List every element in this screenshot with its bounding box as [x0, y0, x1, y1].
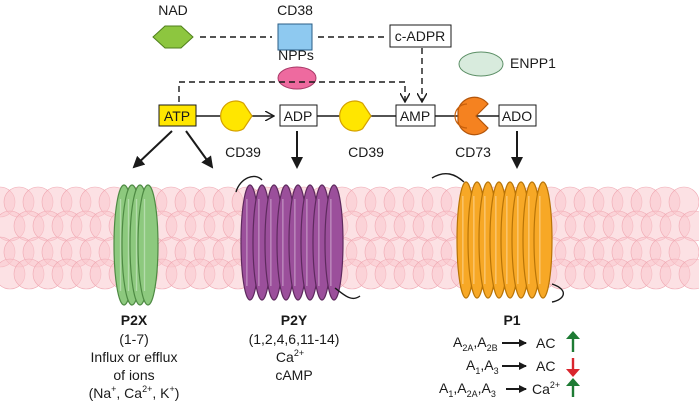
ado-label: ADO: [502, 108, 532, 124]
p2y-subtypes: (1,2,4,6,11-14): [249, 331, 340, 347]
p2y-helix: [324, 184, 344, 301]
p1-row2-ac: AC: [536, 358, 555, 374]
p1-row-a2a-a2b: A2A,A2B AC: [453, 331, 580, 353]
cd38-label: CD38: [277, 2, 313, 18]
adp-group: ADP: [279, 104, 318, 127]
ado-box: [498, 104, 537, 127]
p1-row1-lhs: A2A,A2B: [453, 334, 498, 353]
cd73-label: CD73: [455, 144, 491, 160]
down-arrow-icon: [566, 358, 580, 377]
p1-helix: [533, 181, 553, 299]
cell-membrane: [0, 186, 699, 290]
nad-label: NAD: [158, 2, 188, 18]
p2x-caption: P2X (1-7) Influx or efflux of ions (Na+,…: [89, 312, 180, 401]
nad-group: NAD: [152, 2, 194, 49]
p2y-camp: cAMP: [275, 367, 312, 383]
p1-caption: P1 A2A,A2B AC A1,A3 AC: [439, 312, 580, 399]
p1-row-a1-a3: A1,A3 AC: [466, 357, 580, 377]
p2y-c-terminal-tail: [334, 287, 361, 300]
amp-group: AMP: [395, 104, 436, 127]
up-arrow-icon: [566, 378, 580, 397]
amp-label: AMP: [400, 108, 430, 124]
atp-to-p2x-arrow: [132, 130, 173, 169]
p2x-ions: (Na+, Ca2+, K+): [89, 384, 180, 401]
p1-row2-lhs: A1,A3: [466, 357, 499, 376]
atp-npps-amp-dashed-path: [178, 81, 405, 102]
p2y-calcium: Ca2+: [276, 348, 304, 365]
cd39-first-label: CD39: [225, 144, 261, 160]
atp-label: ATP: [164, 108, 190, 124]
cd38-group: CD38: [277, 2, 313, 51]
membrane-lipid: [678, 258, 699, 290]
p2x-subtypes: (1-7): [119, 331, 149, 347]
enpp1-label: ENPP1: [510, 55, 556, 71]
cd73-inner-shade: [454, 103, 468, 129]
p2y-n-terminal-tail: [235, 175, 263, 193]
p2y-caption: P2Y (1,2,4,6,11-14) Ca2+ cAMP: [249, 312, 340, 383]
p1-name: P1: [503, 312, 520, 328]
npps-label: NPPs: [278, 47, 314, 63]
cd39-second-pacman-icon: [339, 100, 372, 132]
adp-label: ADP: [284, 108, 313, 124]
p1-row3-lhs: A1,A2A,A3: [439, 380, 496, 399]
p1-row1-ac: AC: [536, 335, 555, 351]
cadpr-group: c-ADPR: [389, 24, 452, 48]
p2x-line2: of ions: [113, 367, 154, 383]
up-arrow-icon: [566, 331, 580, 352]
p1-n-terminal-tail: [431, 172, 465, 183]
p2y-receptor: [240, 184, 344, 301]
cd73-pacman-icon: [457, 96, 489, 136]
p1-c-terminal-tail: [551, 283, 564, 303]
ado-group: ADO: [498, 104, 537, 127]
cd39-second-label: CD39: [348, 144, 384, 160]
atp-group: ATP: [158, 104, 197, 127]
cadpr-box: [389, 24, 452, 48]
p1-row3-ca: Ca2+: [532, 380, 560, 397]
p2x-line1: Influx or efflux: [91, 349, 178, 365]
p1-receptor: [456, 181, 553, 299]
npps-oval-icon: [277, 66, 317, 90]
p2x-helix: [137, 184, 159, 306]
p2x-name: P2X: [121, 312, 148, 328]
cd38-square-icon: [277, 23, 313, 51]
atp-to-p2y-arrow: [185, 130, 214, 169]
enpp1-group: ENPP1: [458, 51, 556, 77]
cadpr-label: c-ADPR: [395, 28, 446, 44]
cd73-enzyme: CD73: [454, 96, 491, 160]
p1-row-a1-a2a-a3: A1,A2A,A3 Ca2+: [439, 378, 580, 399]
cd39-second-enzyme: CD39: [339, 100, 384, 160]
enpp1-oval-icon: [458, 51, 504, 77]
nad-hexagon-icon: [152, 25, 194, 49]
npps-group: NPPs: [277, 47, 317, 90]
cd39-first-pacman-icon: [220, 100, 253, 132]
p2x-receptor: [113, 184, 159, 306]
cd39-first-enzyme: CD39: [220, 100, 261, 160]
p2y-name: P2Y: [281, 312, 308, 328]
